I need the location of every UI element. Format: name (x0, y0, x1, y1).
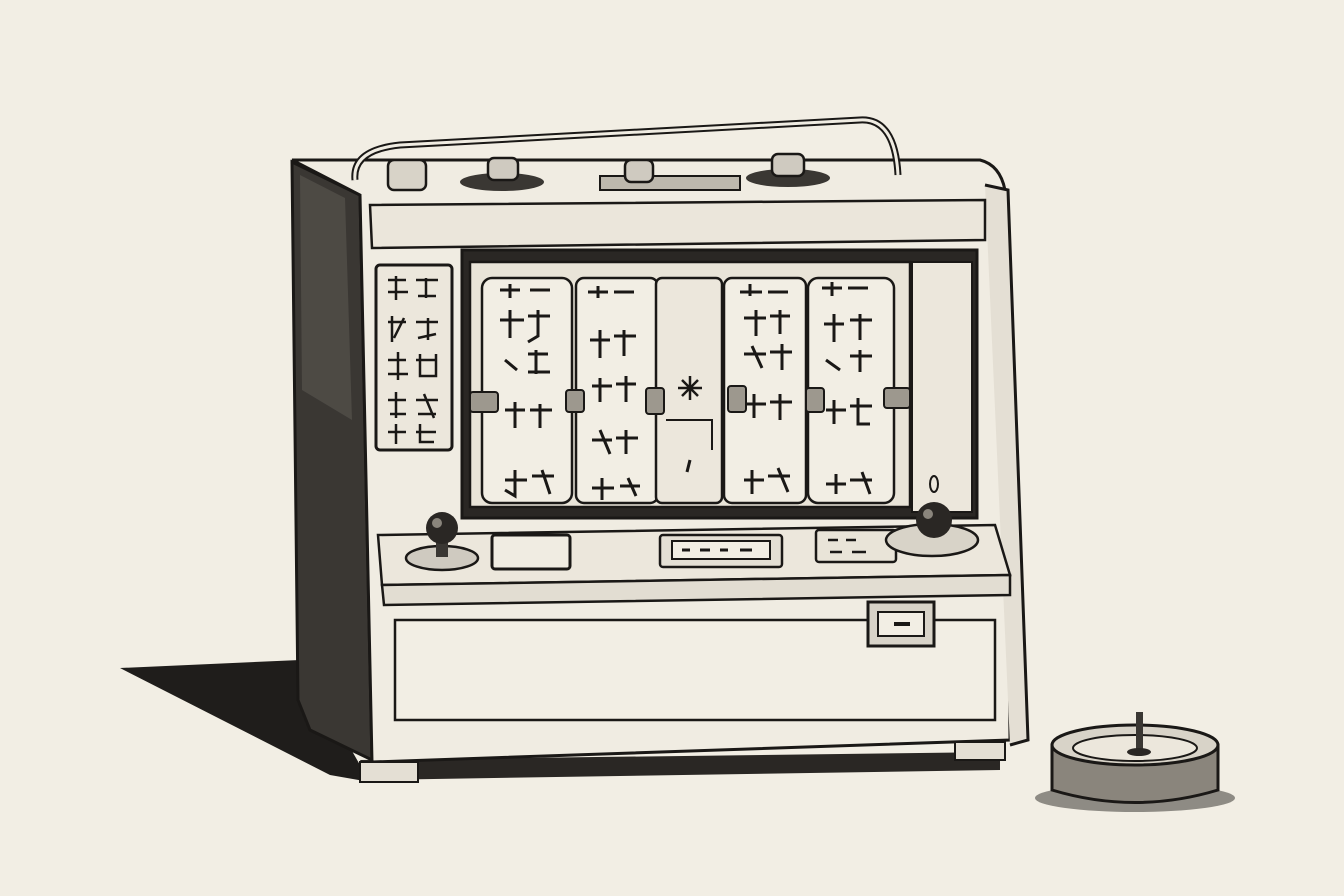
paytable-glyphs (388, 276, 438, 444)
foot-left (359, 761, 419, 783)
coin-slot-plate[interactable] (490, 533, 572, 571)
right-edge (984, 183, 1030, 747)
top-lid (368, 198, 987, 250)
right-spin-knob[interactable] (884, 475, 980, 558)
side-highlight (300, 175, 352, 420)
top-knob-center[interactable] (599, 158, 741, 191)
deck-front-edge (380, 573, 1012, 607)
reel-1 (480, 276, 574, 505)
credit-display (658, 533, 784, 569)
reel-4 (722, 276, 808, 505)
floor-shadow (360, 752, 1000, 780)
reel-3 (654, 276, 724, 505)
handle-mount-left (386, 158, 428, 192)
top-knob-left[interactable] (460, 156, 544, 191)
paytable-plate (374, 263, 454, 452)
top-knob-right[interactable] (746, 152, 830, 187)
coin-tin (1035, 712, 1235, 812)
reel-window-right-panel (911, 261, 973, 513)
reel-axle-clips (469, 385, 911, 415)
left-lever-knob[interactable] (404, 512, 480, 572)
bet-button-panel[interactable] (814, 528, 898, 564)
foot-right (954, 741, 1006, 761)
reel-5 (806, 276, 896, 505)
handle-highlight (353, 118, 900, 181)
reel-2 (574, 276, 660, 505)
coin-return-slot[interactable] (866, 600, 936, 648)
